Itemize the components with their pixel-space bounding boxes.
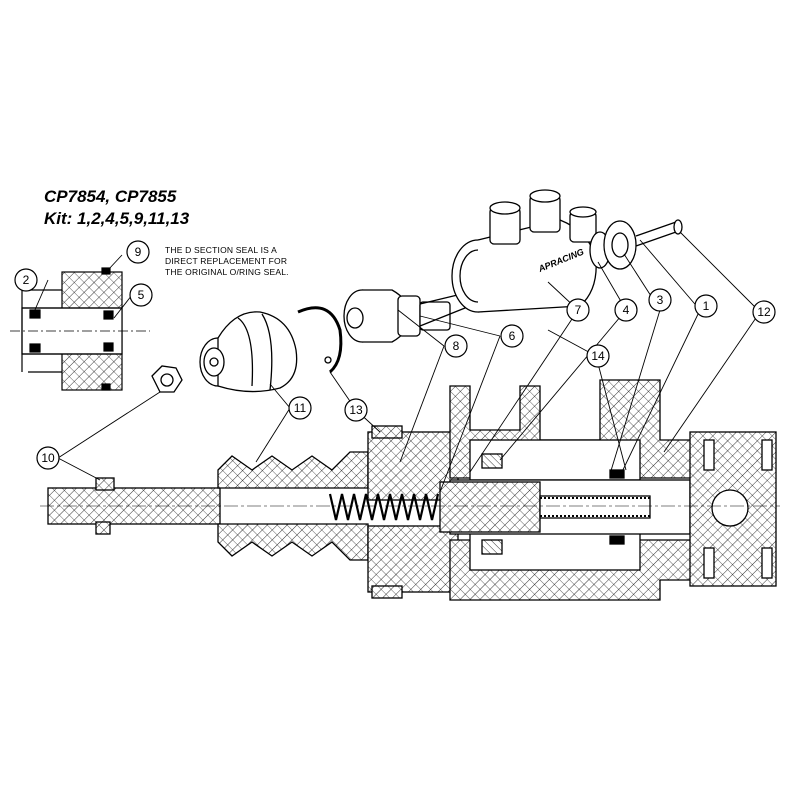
callout-4-label: 4 <box>623 303 630 317</box>
seal-note-line-3: THE ORIGINAL O/RING SEAL. <box>165 267 289 277</box>
callout-14 <box>586 344 610 368</box>
callout-10-label: 10 <box>41 451 55 465</box>
callout-2 <box>14 268 38 292</box>
callout-9 <box>126 240 150 264</box>
callout-6-label: 6 <box>509 329 516 343</box>
seal-note-line-2: DIRECT REPLACEMENT FOR <box>165 256 288 266</box>
kit-title: Kit: 1,2,4,5,9,11,13 <box>44 209 190 228</box>
callout-4 <box>614 298 638 322</box>
callout-11-label: 11 <box>294 401 307 415</box>
piston-section <box>439 481 541 533</box>
seal-note-line-1: THE D SECTION SEAL IS A <box>165 245 277 255</box>
callout-3 <box>648 288 672 312</box>
callout-8 <box>444 334 468 358</box>
callout-1-label: 1 <box>703 299 710 313</box>
callout-5-label: 5 <box>138 288 145 302</box>
callout-12-label: 12 <box>757 305 771 319</box>
callout-3-label: 3 <box>657 293 664 307</box>
callout-7-label: 7 <box>575 303 582 317</box>
boot-bellows-top <box>217 451 369 489</box>
callout-12 <box>752 300 776 324</box>
main-cross-section <box>40 379 780 601</box>
circlip-part <box>297 306 343 374</box>
model-title: CP7854, CP7855 <box>44 187 177 206</box>
callout-balloons <box>14 240 776 470</box>
callout-14-label: 14 <box>591 349 605 363</box>
callout-7 <box>566 298 590 322</box>
callout-1 <box>694 294 718 318</box>
callout-10 <box>36 446 60 470</box>
boot-bellows-bottom <box>217 523 369 561</box>
callout-9-label: 9 <box>135 245 142 259</box>
callout-13 <box>344 398 368 422</box>
callout-11 <box>288 396 312 420</box>
callout-2-label: 2 <box>23 273 30 287</box>
callout-5 <box>129 283 153 307</box>
exploded-parts <box>151 189 683 393</box>
callout-13-label: 13 <box>349 403 363 417</box>
callout-6 <box>500 324 524 348</box>
callout-8-label: 8 <box>453 339 460 353</box>
inner-spring <box>328 493 440 521</box>
seal-detail-section <box>10 267 150 391</box>
callout-labels: 2 9 5 10 11 13 8 6 7 4 3 1 12 14 <box>23 245 771 465</box>
